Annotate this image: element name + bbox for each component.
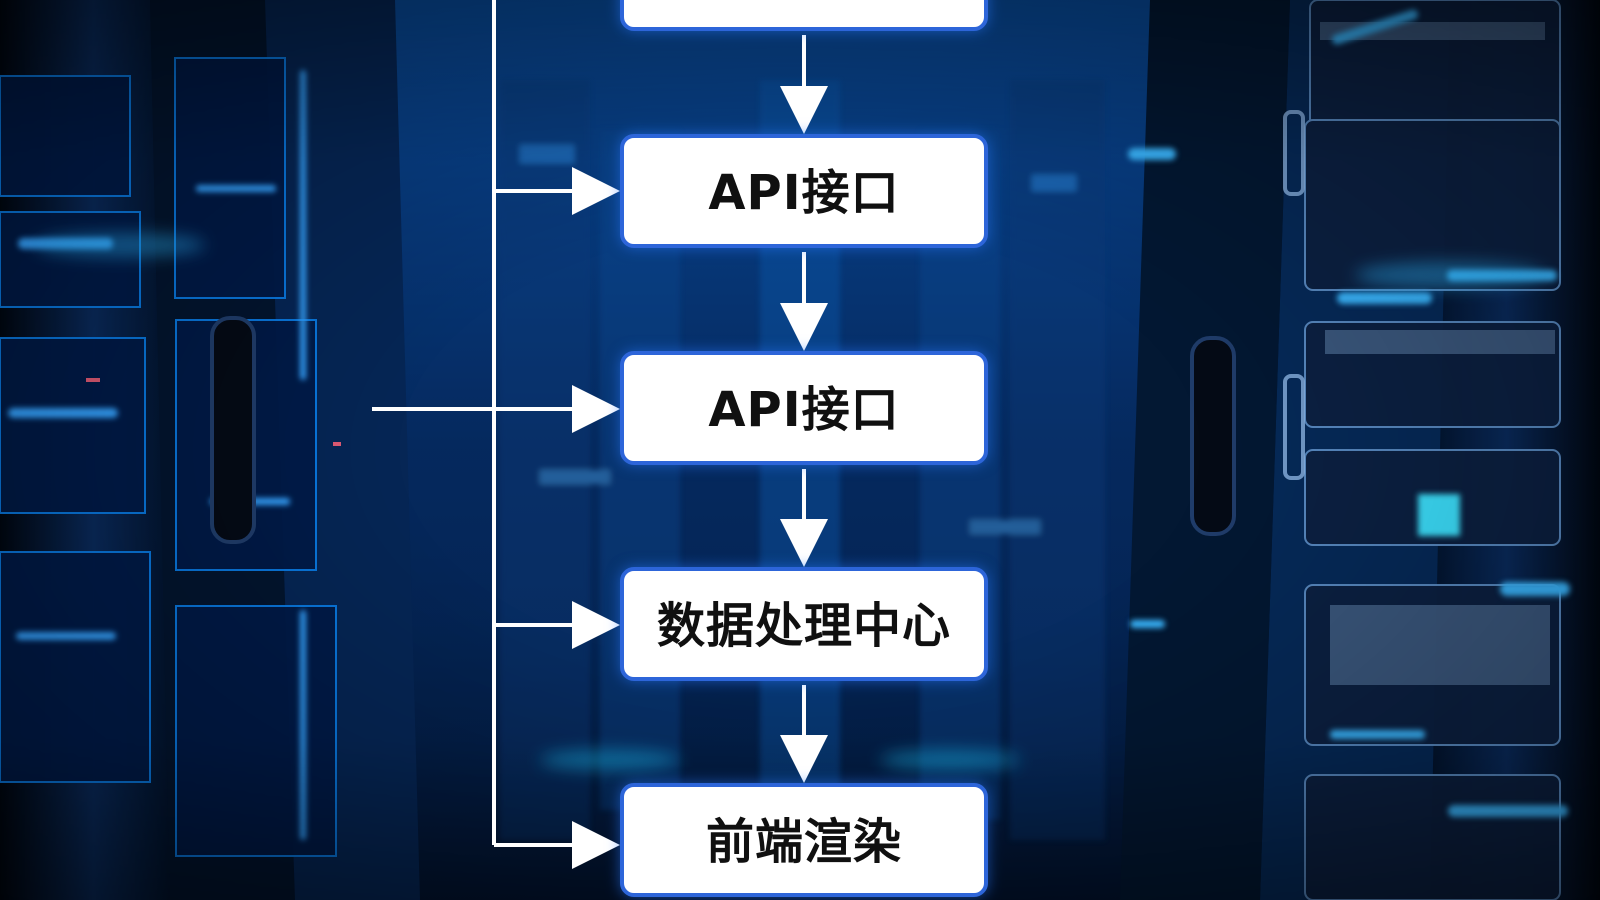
left-server-rack — [0, 0, 420, 900]
frontend-rendering-node: 前端渲染 — [620, 783, 988, 897]
api-interface-node-2: API接口 — [620, 351, 988, 465]
rack-handle-left — [210, 316, 256, 544]
api-interface-label-1: API接口 — [708, 165, 900, 221]
data-processing-center-label: 数据处理中心 — [656, 598, 951, 654]
rack-handle-right — [1190, 336, 1236, 536]
api-interface-label-2: API接口 — [708, 382, 900, 438]
right-server-rack — [1120, 0, 1600, 900]
data-processing-center-node: 数据处理中心 — [620, 567, 988, 681]
api-interface-node-1: API接口 — [620, 134, 988, 248]
frontend-rendering-label: 前端渲染 — [705, 814, 902, 870]
top-process-node — [620, 0, 988, 31]
